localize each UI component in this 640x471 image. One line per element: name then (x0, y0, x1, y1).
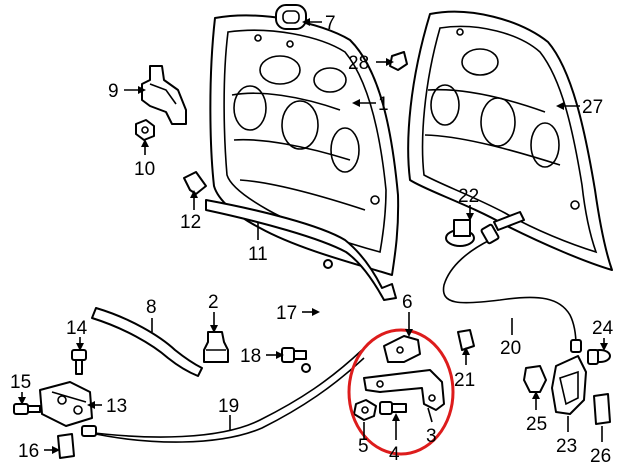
bolt-4[interactable] (379, 401, 407, 415)
callout-17: 17 (276, 303, 297, 324)
clip-21[interactable] (457, 329, 475, 351)
callout-5: 5 (358, 436, 369, 457)
bumper-stop[interactable] (203, 331, 229, 363)
seal-strip[interactable] (91, 307, 203, 377)
hood-hinge[interactable] (383, 335, 421, 363)
release-lever[interactable] (551, 355, 587, 415)
nut-5[interactable] (353, 399, 377, 421)
callout-1: 1 (378, 94, 389, 115)
bolt-14[interactable] (71, 349, 87, 375)
plug-22[interactable] (445, 219, 475, 247)
callout-12: 12 (180, 212, 201, 233)
nut-10[interactable] (135, 119, 155, 141)
callout-11: 11 (248, 244, 268, 265)
callout-3: 3 (426, 426, 437, 447)
cover-26[interactable] (593, 393, 611, 425)
bolt-15[interactable] (13, 403, 41, 415)
clip-25[interactable] (523, 365, 547, 393)
hinge-bracket[interactable] (363, 369, 445, 411)
support-strut[interactable] (301, 259, 333, 373)
release-handle[interactable] (57, 433, 75, 459)
clip-12[interactable] (183, 171, 207, 195)
cable-20[interactable] (442, 211, 582, 353)
callout-13: 13 (106, 396, 127, 417)
clip-28[interactable] (389, 51, 408, 71)
callout-6: 6 (402, 292, 413, 313)
hood-insulation-panel[interactable] (407, 10, 613, 271)
callout-labels: 1 27 7 28 9 10 12 11 8 2 17 18 14 15 13 … (10, 13, 614, 467)
callout-8: 8 (146, 297, 157, 318)
callout-leaders (18, 18, 608, 454)
callout-4: 4 (389, 444, 400, 465)
hood-bumper[interactable] (275, 4, 307, 30)
callout-14: 14 (66, 318, 88, 339)
callout-26: 26 (590, 446, 611, 467)
callout-9: 9 (108, 81, 119, 102)
callout-27: 27 (582, 97, 603, 118)
callout-10: 10 (134, 159, 155, 180)
release-cable[interactable] (81, 349, 365, 443)
callout-16: 16 (18, 441, 39, 462)
clip-24[interactable] (587, 349, 611, 365)
hood-seal[interactable] (205, 199, 397, 301)
highlight-circle (347, 328, 455, 456)
hood-latch[interactable] (39, 381, 93, 427)
callout-7: 7 (325, 13, 336, 34)
callout-20: 20 (500, 338, 521, 359)
callout-21: 21 (454, 370, 475, 391)
callout-23: 23 (556, 436, 577, 457)
callout-22: 22 (458, 186, 479, 207)
callout-2: 2 (208, 292, 219, 313)
callout-19: 19 (218, 396, 239, 417)
callout-25: 25 (526, 414, 547, 435)
bolt-18[interactable] (281, 347, 307, 363)
callout-15: 15 (10, 372, 31, 393)
hood-bracket[interactable] (141, 65, 187, 125)
callout-24: 24 (592, 318, 614, 339)
callout-28: 28 (348, 53, 369, 74)
callout-18: 18 (240, 346, 261, 367)
